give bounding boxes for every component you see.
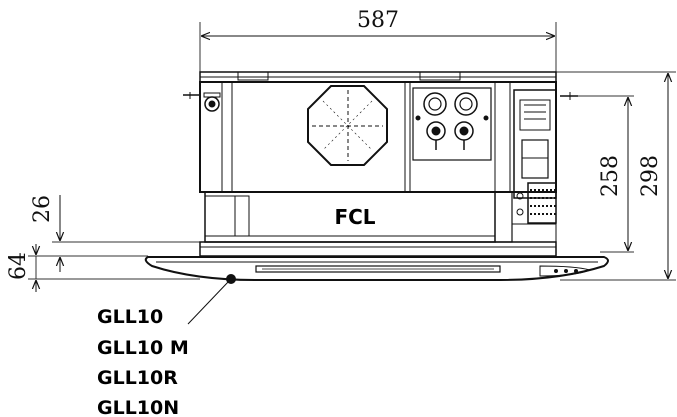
model-label-4: GLL10N — [97, 397, 179, 417]
width-value: 587 — [357, 8, 399, 33]
model-label-3: GLL10R — [97, 367, 178, 389]
dimension-unit-height: 258 — [575, 95, 634, 253]
dimension-width: 587 — [199, 8, 557, 74]
dimension-panel-height: 64 — [6, 244, 200, 292]
unit-height-value: 258 — [598, 155, 623, 197]
dimension-panel-offset: 26 — [30, 195, 205, 272]
unit-label: FCL — [334, 205, 375, 229]
leader-line — [187, 280, 230, 325]
panel-offset-value: 26 — [30, 195, 55, 223]
dimension-total-height: 298 — [556, 71, 676, 281]
fan-coil-unit — [144, 71, 609, 284]
model-label-2: GLL10 M — [97, 337, 189, 359]
model-label-1: GLL10 — [97, 306, 163, 328]
panel-height-value: 64 — [6, 252, 31, 280]
total-height-value: 298 — [638, 155, 663, 197]
